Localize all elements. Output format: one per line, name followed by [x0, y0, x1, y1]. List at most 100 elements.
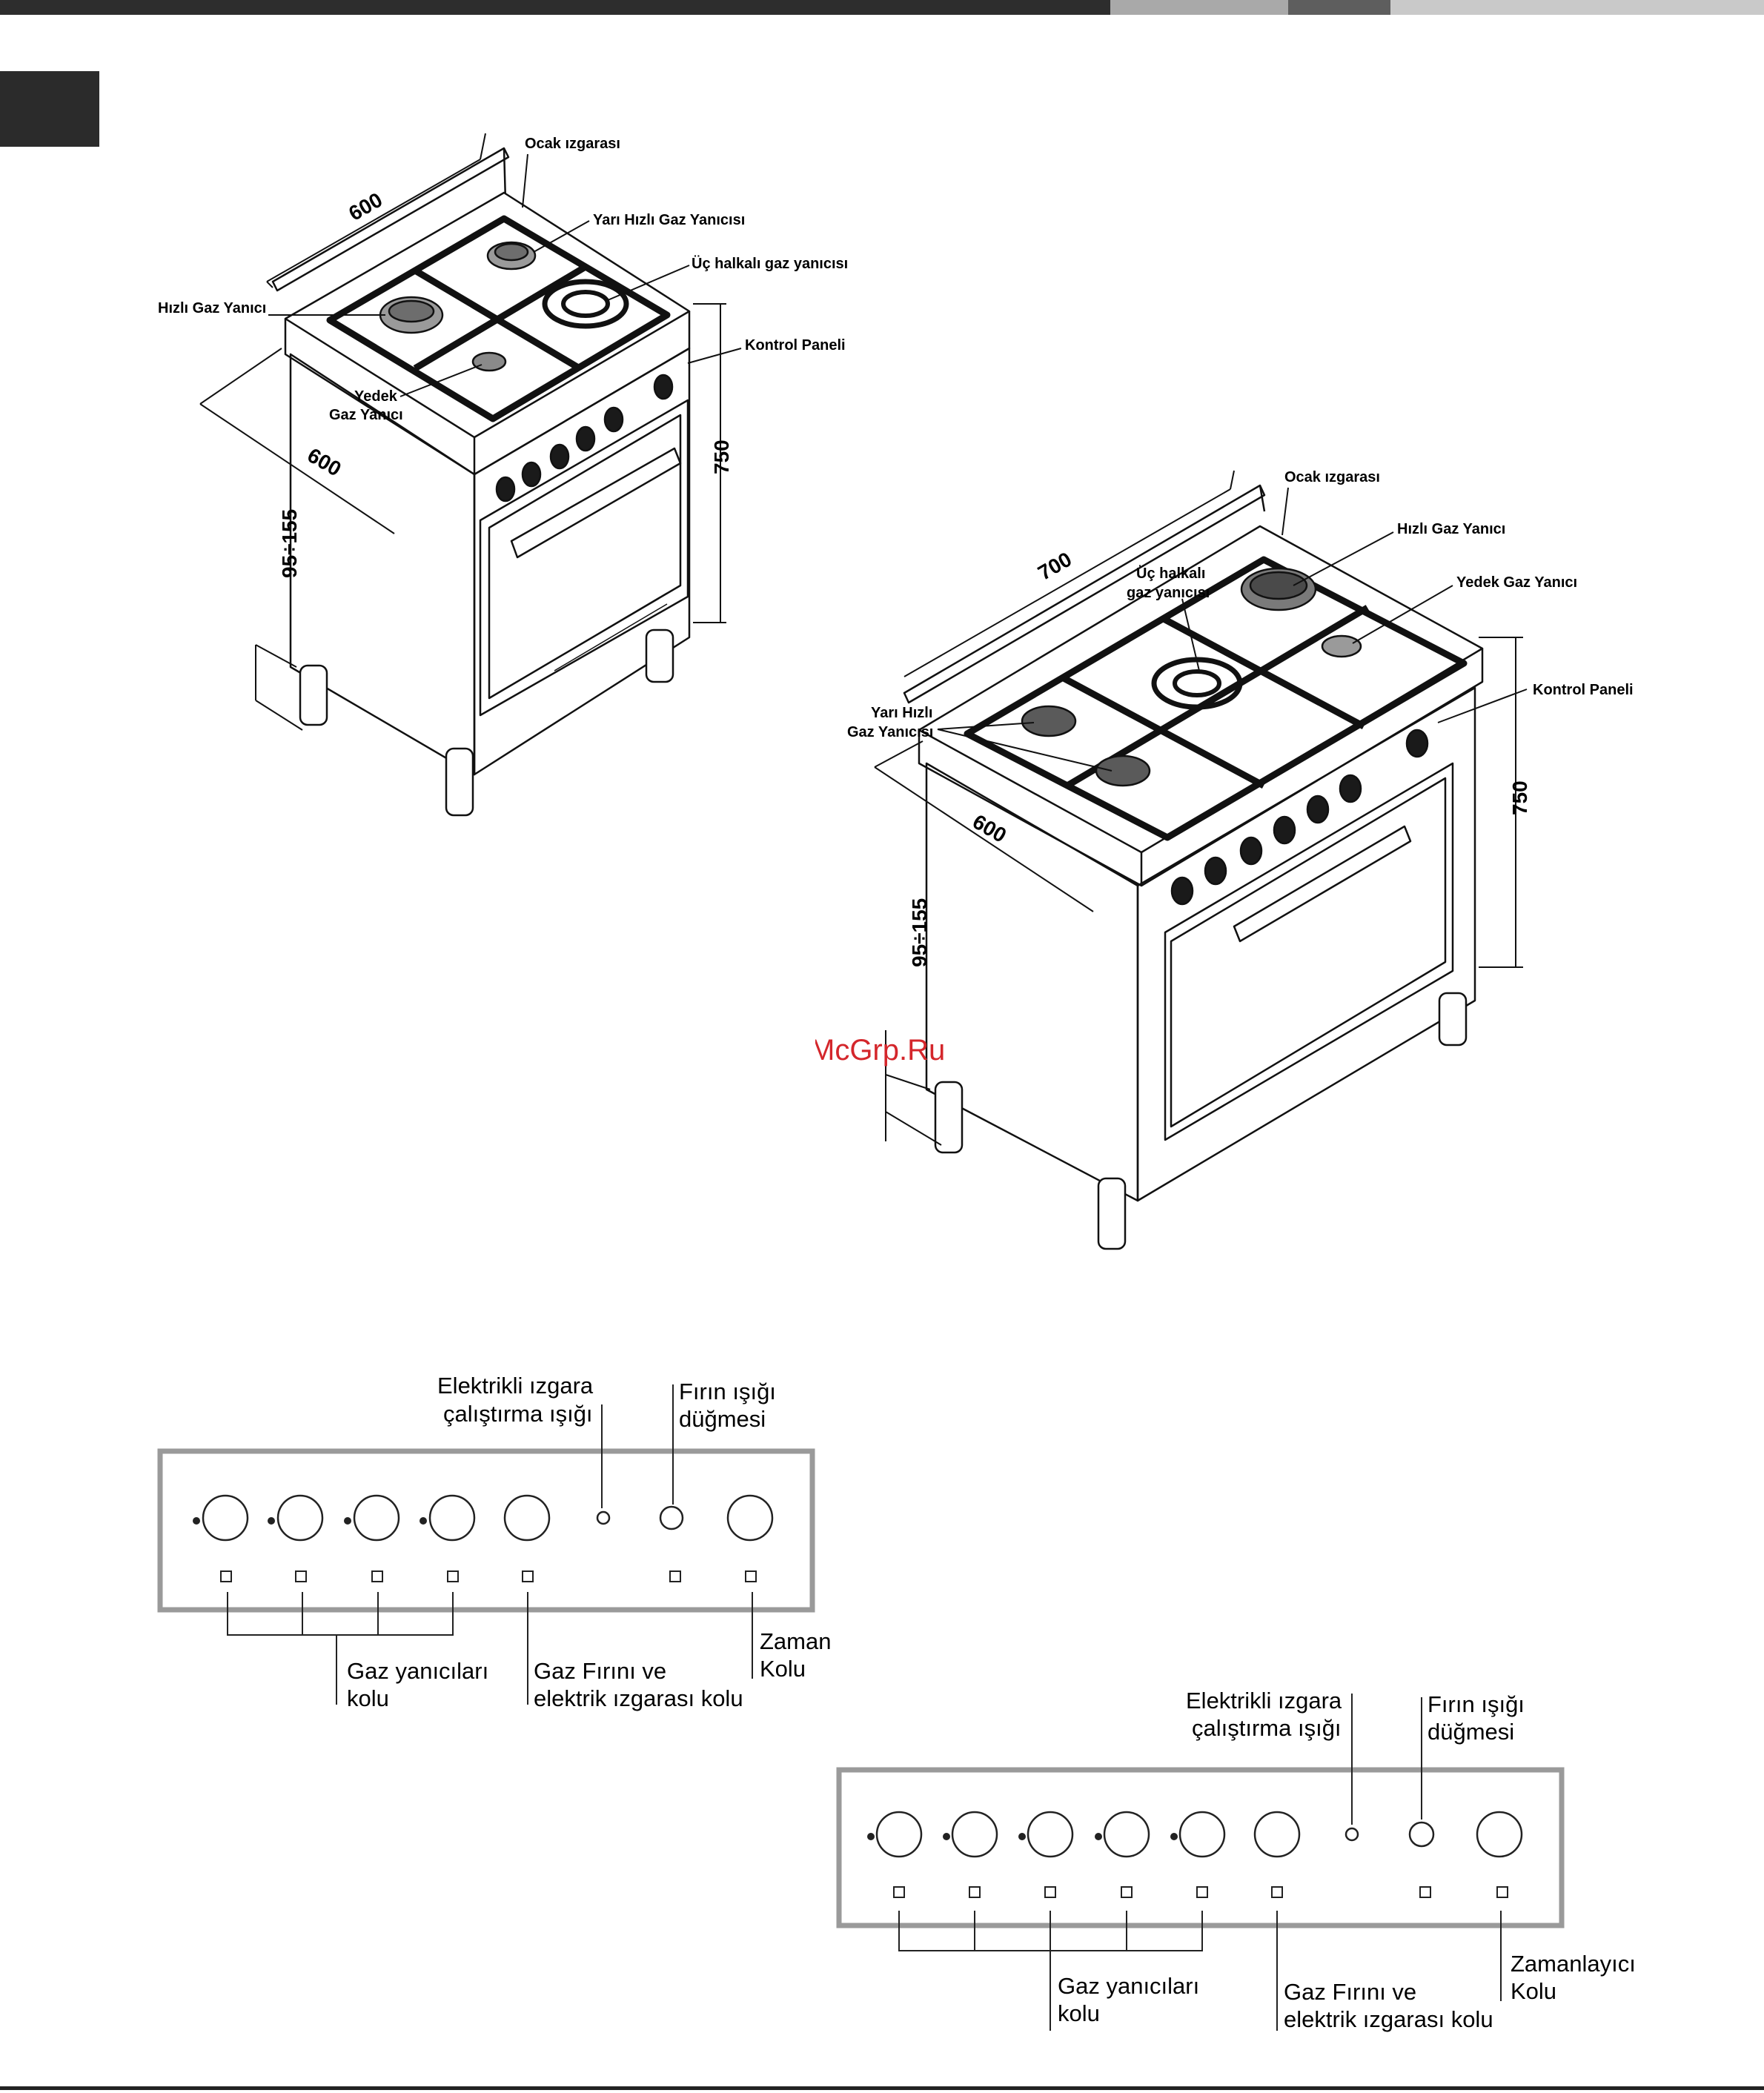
burner-auxiliary: [471, 351, 507, 372]
label-timer-2: Kolu: [1511, 1978, 1556, 2004]
grill-indicator-light: [1344, 1827, 1359, 1842]
burner-semi-rapid: [1021, 705, 1077, 737]
burner-knob: [353, 1494, 400, 1542]
oven-light-button: [659, 1505, 684, 1530]
label-oven-knob-1: Gaz Fırını ve: [534, 1658, 666, 1684]
language-tab: [0, 71, 99, 147]
label-aux-1: Yedek: [354, 388, 398, 405]
burner-knob: [875, 1811, 923, 1858]
burner-knob: [276, 1494, 324, 1542]
burner-semi-rapid: [486, 241, 537, 271]
leg: [934, 1081, 964, 1154]
dim-height: 750: [1508, 780, 1531, 815]
timer-knob: [726, 1494, 774, 1542]
header-stripe-dark: [0, 0, 1110, 15]
label-timer-1: Zamanlayıcı: [1511, 1951, 1636, 1977]
label-rapid: Hızlı Gaz Yanıcı: [158, 300, 266, 316]
label-timer-2: Kolu: [760, 1656, 806, 1682]
grill-indicator-light: [596, 1510, 611, 1525]
knob: [653, 374, 674, 400]
label-rapid: Hızlı Gaz Yanıcı: [1397, 521, 1505, 537]
burner-symbol-icon: [1044, 1886, 1056, 1898]
knob: [1306, 795, 1330, 824]
knob: [1239, 836, 1263, 866]
control-panel-b: Elektrikli ızgara çalıştırma ışığı Fırın…: [836, 1688, 1636, 2032]
burner-knob: [1103, 1811, 1150, 1858]
oven-symbol-icon: [522, 1570, 534, 1582]
burner-symbol-icon: [371, 1570, 383, 1582]
knob: [549, 443, 570, 470]
label-oven-light-1: Fırın ışığı: [679, 1379, 776, 1404]
knob: [1405, 729, 1429, 758]
oven-light-button: [1408, 1821, 1435, 1848]
label-oven-light-1: Fırın ışığı: [1428, 1691, 1525, 1717]
label-oven-light-2: düğmesi: [1428, 1719, 1514, 1745]
label-oven-light-2: düğmesi: [679, 1406, 766, 1432]
burner-symbol-icon: [447, 1570, 459, 1582]
leg: [445, 747, 474, 817]
leg: [1097, 1177, 1127, 1250]
burner-knob: [428, 1494, 476, 1542]
label-grill-light-2: çalıştırma ışığı: [1192, 1715, 1342, 1741]
knob: [521, 461, 542, 488]
burner-knob: [202, 1494, 249, 1542]
dim-depth: 600: [969, 810, 1010, 847]
knob: [1204, 856, 1227, 886]
backguard: [271, 147, 510, 292]
knob: [575, 425, 596, 452]
hob-grate: [326, 215, 671, 422]
label-triple-ring: Üç halkalı gaz yanıcısı: [692, 255, 848, 272]
knob: [495, 476, 516, 502]
dim-height: 750: [710, 440, 733, 474]
leg: [299, 664, 328, 726]
burner-triple-ring: [542, 279, 629, 329]
label-triple-1: Üç halkalı: [1136, 565, 1205, 582]
oven-handle: [510, 447, 682, 559]
knob: [1273, 815, 1296, 845]
knob: [1339, 774, 1362, 803]
label-timer-1: Zamanlayıcı: [760, 1628, 830, 1654]
label-burners-1: Gaz yanıcıları: [347, 1658, 488, 1684]
panel-frame: [836, 1767, 1565, 1928]
label-grate: Ocak ızgarası: [525, 136, 620, 152]
label-burners-2: kolu: [1058, 2000, 1100, 2026]
oven-grill-knob: [503, 1494, 551, 1542]
light-symbol-icon: [1419, 1886, 1431, 1898]
knob: [1170, 876, 1194, 906]
oven-handle: [1233, 825, 1412, 943]
label-semi-rapid: Yarı Hızlı Gaz Yanıcısı: [593, 212, 745, 228]
backguard: [903, 484, 1266, 704]
panel-frame: [157, 1448, 815, 1613]
leg: [1438, 992, 1468, 1046]
label-oven-knob-2: elektrik ızgarası kolu: [1284, 2006, 1493, 2032]
burner-knob: [1027, 1811, 1074, 1858]
timer-knob: [1476, 1811, 1523, 1858]
burner-symbol-icon: [1196, 1886, 1208, 1898]
watermark: McGrp.Ru: [815, 1034, 945, 1067]
label-control-panel: Kontrol Paneli: [745, 337, 846, 354]
hob-grate: [964, 556, 1468, 841]
header-stripe-light: [1110, 0, 1288, 15]
header-stripe-pale: [1390, 0, 1764, 15]
label-grill-light-1: Elektrikli ızgara: [1186, 1688, 1342, 1714]
burner-knob: [1178, 1811, 1226, 1858]
dim-leg: 95÷155: [908, 898, 931, 967]
oven-symbol-icon: [1271, 1886, 1283, 1898]
burner-knob: [951, 1811, 998, 1858]
burner-symbol-icon: [969, 1886, 981, 1898]
label-aux-2: Gaz Yanıcı: [329, 407, 403, 423]
burner-semi-rapid: [1095, 754, 1151, 787]
oven-door: [1164, 762, 1454, 1141]
burner-symbol-icon: [1121, 1886, 1133, 1898]
label-burners-1: Gaz yanıcıları: [1058, 1973, 1199, 1999]
cooker-60-diagram: Ocak ızgarası Yarı Hızlı Gaz Yanıcısı Üç…: [158, 133, 848, 817]
header-stripe-mid: [1288, 0, 1390, 15]
label-control-panel: Kontrol Paneli: [1533, 682, 1634, 698]
timer-symbol-icon: [1496, 1886, 1508, 1898]
cooker-70-diagram: Ocak ızgarası Hızlı Gaz Yanıcı Üç halkal…: [815, 469, 1634, 1250]
footer-rule: [0, 2086, 1764, 2090]
control-panel-a: Elektrikli ızgara çalıştırma ışığı Fırın…: [157, 1373, 830, 1711]
leg: [645, 628, 674, 683]
burner-symbol-icon: [220, 1570, 232, 1582]
